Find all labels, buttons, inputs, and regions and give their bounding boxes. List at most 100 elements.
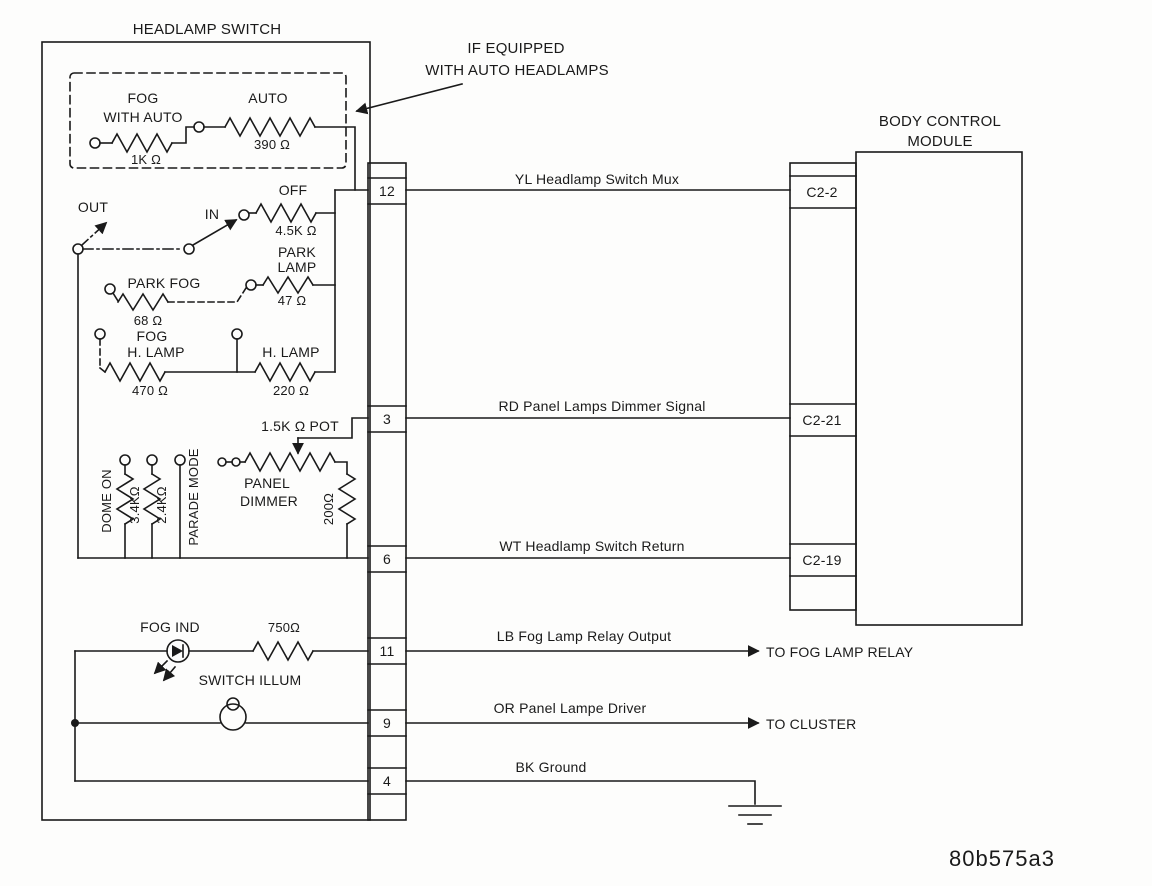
auto-value: 390 Ω bbox=[254, 137, 290, 152]
wire-label-yl: YL Headlamp Switch Mux bbox=[515, 171, 679, 187]
h-lamp-label: H. LAMP bbox=[262, 344, 319, 360]
led-emission-arrow bbox=[162, 665, 177, 682]
dome-on-label: DOME ON bbox=[99, 469, 114, 533]
bcm-title-1: BODY CONTROL bbox=[879, 113, 1001, 130]
terminal-circle bbox=[183, 243, 195, 255]
pin-11: 11 bbox=[380, 643, 395, 659]
park-lamp-value: 47 Ω bbox=[278, 293, 307, 308]
dest-cluster: TO CLUSTER bbox=[766, 716, 856, 732]
park-lamp-row bbox=[245, 276, 336, 294]
pot-label: 1.5K Ω POT bbox=[261, 418, 339, 434]
terminal-circle bbox=[193, 121, 205, 133]
fog-with-auto-label-1: FOG bbox=[128, 90, 159, 106]
in-label: IN bbox=[205, 206, 219, 222]
pin-6: 6 bbox=[383, 551, 391, 567]
off-label: OFF bbox=[279, 182, 308, 198]
lever-arrow bbox=[191, 218, 238, 247]
auto-label: AUTO bbox=[248, 90, 287, 106]
fog-h-lamp-row bbox=[94, 328, 256, 382]
terminal-circle bbox=[217, 457, 227, 467]
resistor-3-4k-label: 3.4KΩ bbox=[127, 486, 142, 524]
fog-indicator-row bbox=[74, 639, 369, 682]
h-lamp-value: 220 Ω bbox=[273, 383, 309, 398]
park-fog-value: 68 Ω bbox=[134, 313, 163, 328]
off-value: 4.5K Ω bbox=[275, 223, 316, 238]
terminal-circle bbox=[231, 328, 243, 340]
wire-label-lb: LB Fog Lamp Relay Output bbox=[497, 628, 671, 644]
bcm-pin-c2-19: C2-19 bbox=[802, 552, 841, 568]
pin-12: 12 bbox=[379, 183, 395, 199]
out-arrow bbox=[80, 221, 108, 247]
fog-h-lamp-label-1: FOG bbox=[137, 328, 168, 344]
diagram-code: 80b575a3 bbox=[949, 846, 1055, 871]
resistor-390 bbox=[224, 117, 316, 137]
wire-label-rd: RD Panel Lamps Dimmer Signal bbox=[498, 398, 705, 414]
bcm-title-2: MODULE bbox=[907, 133, 972, 150]
fog-h-lamp-label-2: H. LAMP bbox=[127, 344, 184, 360]
wire-label-or: OR Panel Lampe Driver bbox=[494, 700, 647, 716]
resistor-750 bbox=[252, 641, 314, 661]
wire-label-wt: WT Headlamp Switch Return bbox=[499, 538, 684, 554]
fog-with-auto-label-2: WITH AUTO bbox=[103, 109, 182, 125]
out-label: OUT bbox=[78, 199, 108, 215]
park-lamp-label-1: PARK bbox=[278, 244, 316, 260]
ground-symbol bbox=[728, 805, 782, 825]
resistor-1k bbox=[111, 133, 173, 153]
parade-mode-branch bbox=[174, 454, 186, 559]
dome-on-branch bbox=[116, 454, 134, 559]
headlamp-switch-title: HEADLAMP SWITCH bbox=[133, 21, 282, 38]
note-line2: WITH AUTO HEADLAMPS bbox=[425, 62, 609, 79]
mid-branch bbox=[143, 454, 161, 559]
park-lamp-label-2: LAMP bbox=[278, 259, 317, 275]
wire-label-bk: BK Ground bbox=[515, 759, 586, 775]
resistor-220 bbox=[254, 362, 316, 382]
led-emission-arrow bbox=[153, 659, 169, 675]
park-fog-row bbox=[104, 283, 248, 311]
fog-h-lamp-value: 470 Ω bbox=[132, 383, 168, 398]
resistor-470 bbox=[104, 362, 166, 382]
off-resistor-row bbox=[248, 203, 336, 223]
h-lamp-row bbox=[231, 328, 336, 382]
pot-name-2: DIMMER bbox=[240, 493, 298, 509]
dest-fog-lamp-relay: TO FOG LAMP RELAY bbox=[766, 644, 914, 660]
bcm-pin-c2-21: C2-21 bbox=[802, 412, 841, 428]
park-fog-label: PARK FOG bbox=[128, 275, 201, 291]
terminal-circle bbox=[89, 137, 101, 149]
resistor-pot-1-5k bbox=[244, 452, 336, 472]
pin-3: 3 bbox=[383, 411, 391, 427]
pot-name-1: PANEL bbox=[244, 475, 290, 491]
note-arrow bbox=[355, 83, 463, 115]
parade-mode-label: PARADE MODE bbox=[186, 448, 201, 545]
pin-4: 4 bbox=[383, 773, 391, 789]
bcm-pin-c2-2: C2-2 bbox=[806, 184, 837, 200]
terminal-circle bbox=[94, 328, 106, 340]
switch-lever bbox=[72, 209, 250, 559]
note-line1: IF EQUIPPED bbox=[467, 40, 564, 57]
fog-ind-value: 750Ω bbox=[268, 620, 300, 635]
terminal-circle bbox=[119, 454, 131, 466]
terminal-circle bbox=[238, 209, 250, 221]
resistor-200-label: 200Ω bbox=[321, 493, 336, 525]
body-control-module-box bbox=[855, 151, 1023, 626]
resistor-4-5k bbox=[255, 203, 317, 223]
terminal-circle bbox=[231, 457, 241, 467]
switch-illum-row bbox=[71, 697, 369, 731]
terminal-circle bbox=[245, 279, 257, 291]
switch-illum-label: SWITCH ILLUM bbox=[199, 672, 302, 688]
terminal-circle bbox=[104, 283, 116, 295]
pin-9: 9 bbox=[383, 715, 391, 731]
resistor-47 bbox=[262, 276, 314, 294]
terminal-circle bbox=[174, 454, 186, 466]
resistor-68 bbox=[117, 293, 169, 311]
auto-headlamps-dashed-box bbox=[69, 72, 347, 169]
fog-with-auto-branch bbox=[89, 117, 356, 191]
bulb-symbol bbox=[219, 703, 247, 731]
panel-dimmer-pot bbox=[217, 417, 369, 559]
resistor-200 bbox=[338, 473, 356, 525]
fog-ind-label: FOG IND bbox=[140, 619, 200, 635]
fog-with-auto-value: 1K Ω bbox=[131, 152, 161, 167]
resistor-2-4k-label: 2.4KΩ bbox=[154, 486, 169, 524]
wire-bk-ground bbox=[405, 780, 756, 805]
